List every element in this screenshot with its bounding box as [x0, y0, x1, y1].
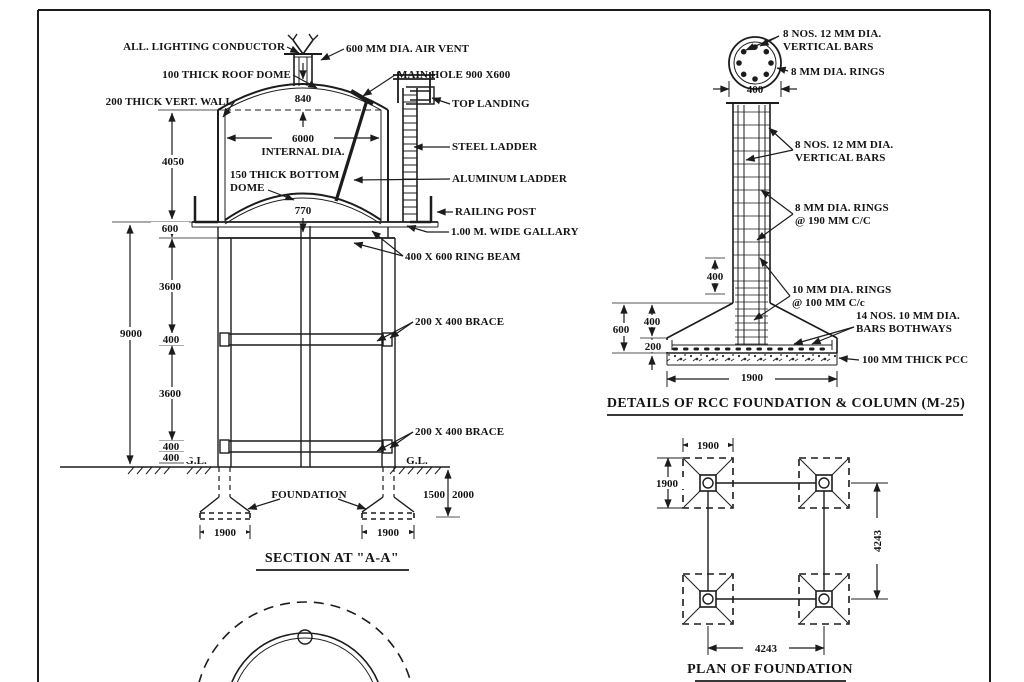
gallery-slab — [191, 221, 439, 228]
plan-title: PLAN OF FOUNDATION — [687, 662, 853, 677]
plan-dimensions: 1900 1900 4243 4243 PLAN OF FOUNDATION — [647, 438, 888, 682]
label-bottom-dome-1: 150 THICK BOTTOM — [230, 169, 340, 181]
main-hole-opening — [349, 89, 375, 106]
dim-1900-left: 1900 — [214, 527, 237, 539]
foundation-plan: 1900 1900 4243 4243 PLAN OF FOUNDATION — [647, 438, 888, 682]
dim-col-400: 400 — [747, 84, 764, 96]
label-mesh-1: 14 NOS. 10 MM DIA. — [856, 310, 960, 322]
label-gl-right: G.L. — [406, 455, 428, 467]
label-mesh-2: BARS BOTHWAYS — [856, 323, 952, 335]
dim-3600-lower: 3600 — [159, 388, 182, 400]
staging-columns — [217, 226, 396, 467]
section-leaders — [222, 45, 453, 510]
dim-3600-upper: 3600 — [159, 281, 182, 293]
label-vbars-elev-2: VERTICAL BARS — [795, 152, 885, 164]
dim-1900-right: 1900 — [377, 527, 400, 539]
dim-plan-1900-top: 1900 — [697, 440, 720, 452]
railing-post-left — [193, 196, 218, 224]
dim-400-upper: 400 — [163, 334, 180, 346]
dim-1500: 1500 — [423, 489, 446, 501]
label-vert-wall: 200 THICK VERT. WALL — [106, 96, 233, 108]
section-title: SECTION AT "A-A" — [265, 551, 399, 566]
label-rings-100-1: 10 MM DIA. RINGS — [792, 284, 891, 296]
dim-detail-1900: 1900 — [741, 372, 764, 384]
label-vbars-top-1: 8 NOS. 12 MM DIA. — [783, 28, 881, 40]
dim-400-plinth: 400 — [163, 452, 180, 464]
staging-braces — [219, 332, 393, 454]
label-rings-190-2: @ 190 MM C/C — [795, 215, 871, 227]
label-aluminum-ladder: ALUMINUM LADDER — [452, 173, 568, 185]
dim-found-600: 600 — [613, 324, 630, 336]
dim-6000: 6000 — [292, 133, 315, 145]
dim-internal-dia: INTERNAL DIA. — [261, 146, 344, 158]
dim-plan-4243-right: 4243 — [872, 530, 884, 553]
label-steel-ladder: STEEL LADDER — [452, 141, 538, 153]
ground-line — [60, 466, 450, 475]
dim-dense-400: 400 — [707, 271, 724, 283]
top-landing — [393, 72, 435, 105]
detail-leaders — [745, 35, 860, 363]
foundation-block — [666, 302, 838, 366]
label-air-vent: 600 MM DIA. AIR VENT — [346, 43, 470, 55]
plan-footings — [682, 457, 850, 625]
label-gallery: 1.00 M. WIDE GALLARY — [451, 226, 579, 238]
dim-4050: 4050 — [162, 156, 185, 168]
label-roof-dome: 100 THICK ROOF DOME — [162, 69, 291, 81]
lightning-conductor — [287, 33, 319, 55]
label-vbars-top-2: VERTICAL BARS — [783, 41, 873, 53]
label-bottom-dome-2: DOME — [230, 182, 265, 194]
dim-9000: 9000 — [120, 328, 143, 340]
dim-plan-1900-left: 1900 — [656, 478, 679, 490]
dim-2000: 2000 — [452, 489, 475, 501]
steel-ladder — [402, 88, 418, 222]
label-vbars-elev-1: 8 NOS. 12 MM DIA. — [795, 139, 893, 151]
label-rings-top: 8 MM DIA. RINGS — [791, 66, 885, 78]
label-brace-lower: 200 X 400 BRACE — [415, 426, 504, 438]
dim-600: 600 — [162, 223, 179, 235]
footing-right — [361, 467, 415, 520]
label-top-landing: TOP LANDING — [452, 98, 530, 110]
dim-400-lower: 400 — [163, 441, 180, 453]
dim-770: 770 — [295, 205, 312, 217]
label-lighting-conductor: ALL. LIGHTING CONDUCTOR — [123, 41, 286, 53]
label-rings-100-2: @ 100 MM C/c — [792, 297, 865, 309]
label-foundation: FOUNDATION — [271, 489, 346, 501]
dim-pad-200: 200 — [645, 341, 662, 353]
label-ring-beam: 400 X 600 RING BEAM — [405, 251, 521, 263]
detail-labels: 8 NOS. 12 MM DIA. VERTICAL BARS 8 MM DIA… — [604, 28, 968, 416]
dim-plan-4243-bottom: 4243 — [755, 643, 778, 655]
aluminum-ladder-line — [334, 99, 369, 202]
label-railing-post: RAILING POST — [455, 206, 537, 218]
plan-manhole-circle — [297, 629, 313, 645]
section-labels: ALL. LIGHTING CONDUCTOR 600 MM DIA. AIR … — [106, 41, 579, 571]
ring-beam — [217, 227, 395, 239]
footing-left — [199, 467, 251, 520]
tank-plan-partial — [198, 601, 412, 682]
label-rings-190-1: 8 MM DIA. RINGS — [795, 202, 889, 214]
dim-slope-400: 400 — [644, 316, 661, 328]
label-main-hole: MAIN HOLE 900 X600 — [397, 69, 511, 81]
column-detail: 8 NOS. 12 MM DIA. VERTICAL BARS 8 MM DIA… — [604, 28, 968, 416]
railing-post-right — [410, 196, 433, 224]
section-aa: ALL. LIGHTING CONDUCTOR 600 MM DIA. AIR … — [60, 33, 579, 571]
label-pcc: 100 MM THICK PCC — [862, 354, 968, 366]
detail-title: DETAILS OF RCC FOUNDATION & COLUMN (M-25… — [607, 396, 965, 411]
dim-840: 840 — [295, 93, 312, 105]
label-brace-upper: 200 X 400 BRACE — [415, 316, 504, 328]
sheet-border — [37, 9, 991, 682]
label-gl-left: G.L. — [185, 455, 207, 467]
